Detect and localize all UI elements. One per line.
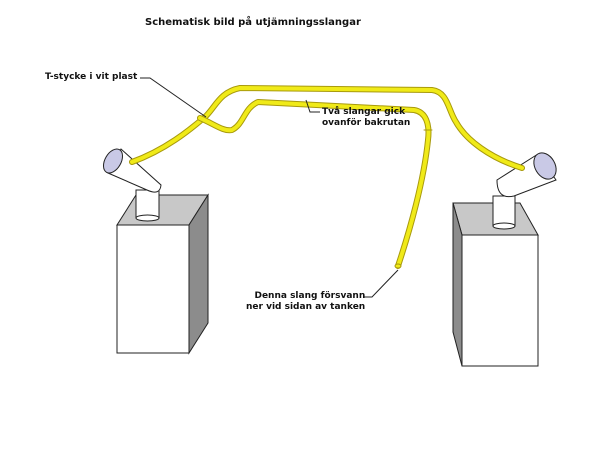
down-leader-line — [364, 269, 399, 298]
right-filler-neck — [492, 152, 557, 230]
hose-down-end — [394, 263, 402, 269]
left-tank-front — [116, 224, 190, 354]
tee-leader-line — [140, 77, 207, 118]
left-filler-neck — [103, 148, 162, 222]
left-neck-stem — [135, 189, 160, 219]
tee-label: T-stycke i vit plast — [45, 72, 137, 83]
tee-label-text: T-stycke i vit plast — [45, 72, 138, 82]
equalization-hoses — [129, 85, 525, 269]
hose-main — [130, 86, 524, 170]
left-tank — [116, 193, 209, 355]
right-tank-front — [461, 234, 539, 367]
hoses-label-line2: ovanför bakrutan — [322, 118, 411, 128]
down-label: Denna slang försvann ner vid sidan av ta… — [246, 291, 365, 313]
leader-lines — [140, 77, 399, 298]
left-neck-base — [135, 214, 160, 222]
hoses-label: Två slangar gick ovanför bakrutan — [322, 107, 410, 129]
hoses-leader-line — [305, 99, 320, 113]
right-neck-stem — [492, 195, 516, 227]
page-title: Schematisk bild på utjämningsslangar — [145, 17, 361, 28]
down-label-line1: Denna slang försvann — [254, 291, 366, 301]
right-pipe-opening — [533, 152, 557, 180]
hose-down — [198, 100, 431, 268]
down-label-line2: ner vid sidan av tanken — [246, 302, 366, 312]
right-neck-base — [492, 222, 516, 230]
hoses-label-line1: Två slangar gick — [322, 107, 406, 117]
left-pipe-opening — [103, 148, 123, 174]
